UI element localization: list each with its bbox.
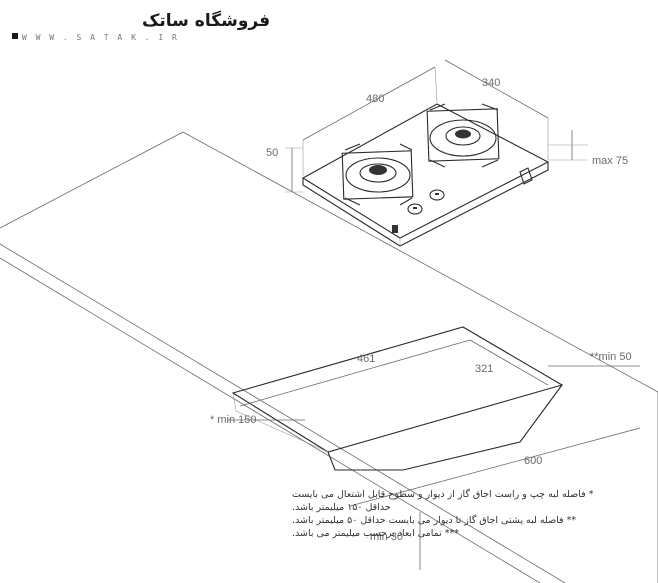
dim-cutout-depth: 321 [475,363,493,375]
control-knobs [407,189,445,215]
logo-brand-text: فروشگاه ساتک [142,10,270,31]
note-line: حداقل ۱۵۰ میلیمتر باشد. [292,502,391,513]
gas-connector-icon [519,167,533,185]
brand-badge-icon [392,225,398,233]
dim-max-depth: max 75 [592,155,628,167]
dim-min-front: min 30 [370,531,403,543]
note-line: * فاصله لبه چپ و راست اجاق گاز از دیوار … [292,488,594,500]
note-line: *** تمامی ابعاد برحسب میلیمتر می باشد. [292,528,459,539]
logo-url-text: W W W . S A T A K . I R [22,33,179,42]
dim-min-side: * min 150 [210,414,256,426]
dim-width-top: 480 [366,93,384,105]
logo: فروشگاه ساتک W W W . S A T A K . I R [12,10,270,42]
note-line: ** فاصله لبه پشتی اجاق گاز تا دیوار می ب… [292,514,576,526]
cutout [231,326,564,471]
dim-depth-top: 340 [482,77,500,89]
right-burner [426,103,500,168]
gas-hob [301,103,550,247]
countertop [0,131,658,583]
dimension-lines [228,59,641,570]
left-burner [341,143,414,206]
dim-counter-depth: 600 [524,455,542,467]
dim-min-back: **min 50 [590,351,632,363]
dim-cutout-width: 461 [357,353,375,365]
installation-notes: * فاصله لبه چپ و راست اجاق گاز از دیوار … [292,488,594,539]
dim-height: 50 [266,147,278,159]
logo-mark-icon [12,33,18,39]
